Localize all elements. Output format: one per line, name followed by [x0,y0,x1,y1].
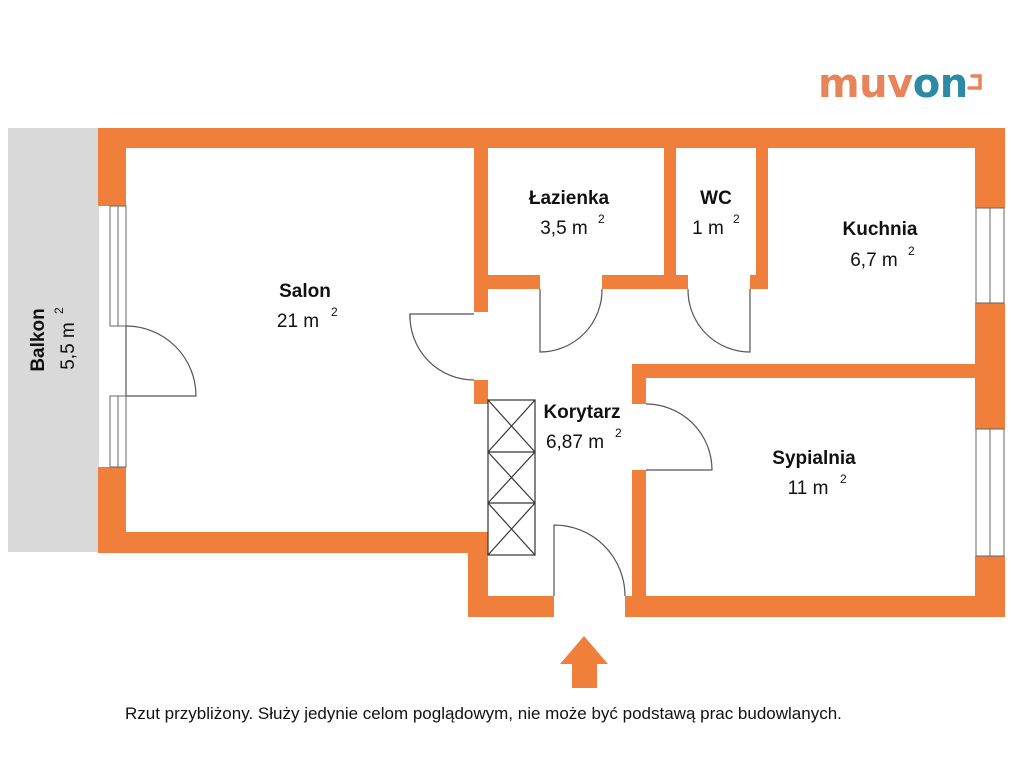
room-label-korytarz: Korytarz 6,87 m 2 [543,402,622,453]
wall-right-bottom [975,556,1005,617]
wall-wc-bottom-right [750,275,768,289]
room-name: Korytarz [543,402,620,423]
room-label-salon: Salon 21 m 2 [277,281,338,332]
room-label-balkon: Balkon 5,5 m 2 [28,307,79,372]
room-label-kuchnia: Kuchnia 6,7 m 2 [843,219,918,271]
entrance-door [553,524,626,597]
wall-bottom-left [468,596,554,617]
room-area: 6,87 m [546,432,604,453]
balcony-door [125,325,197,397]
wall-left-upper [98,128,126,206]
room-name: Salon [279,281,331,302]
room-area-unit-sup: 2 [52,307,66,314]
wall-sypialnia-left-upper [632,364,646,404]
room-area-unit-sup: 2 [908,244,915,258]
room-area: 6,7 m [850,250,898,271]
wall-lazienka-wc [664,128,676,288]
wall-salon-right-upper [474,128,488,312]
room-area-unit-sup: 2 [840,472,847,486]
balcony [8,128,99,552]
room-area: 11 m [788,478,829,499]
lazienka-door [539,288,603,353]
wall-bottom-right [625,596,1005,617]
room-label-wc: WC 1 m 2 [692,188,740,239]
doors [125,288,751,597]
brand-logo-part2: on [912,61,968,107]
wall-sypialnia-left-lower [632,470,646,617]
walls [98,128,1005,617]
disclaimer-text: Rzut przybliżony. Służy jedynie celom po… [125,704,842,723]
wall-lazienka-bottom-left [474,275,540,289]
room-name: Kuchnia [843,219,918,240]
sypialnia-door [645,403,713,471]
wall-lazienka-bottom-right [602,275,688,289]
room-area-unit-sup: 2 [331,305,338,319]
brand-mark-icon [967,74,982,90]
brand-logo: muvon [818,64,968,104]
up-arrow-icon [560,636,608,688]
room-area-unit-sup: 2 [615,426,622,440]
room-area: 21 m [277,311,319,332]
wardrobe [487,399,536,556]
room-area: 1 m [692,218,724,239]
wall-corridor-left-lower [468,532,488,617]
wall-right-top [975,128,1005,208]
room-area-unit-sup: 2 [598,212,605,226]
room-label-sypialnia: Sypialnia 11 m 2 [772,448,856,499]
room-label-lazienka: Łazienka 3,5 m 2 [529,188,610,239]
brand-logo-part1: muv [818,61,913,107]
wc-door [687,288,751,353]
wall-salon-bottom [98,532,488,553]
room-name: WC [700,188,732,209]
room-area-unit-sup: 2 [733,212,740,226]
room-name: Łazienka [529,188,610,209]
room-name: Sypialnia [772,448,856,469]
wall-top [98,128,1005,148]
room-name: Balkon [28,308,49,371]
wall-sypialnia-top [632,364,1005,378]
salon-door [409,313,475,381]
room-area: 5,5 m [58,322,79,370]
room-area: 3,5 m [540,218,588,239]
wall-wc-kuchnia [756,128,768,288]
